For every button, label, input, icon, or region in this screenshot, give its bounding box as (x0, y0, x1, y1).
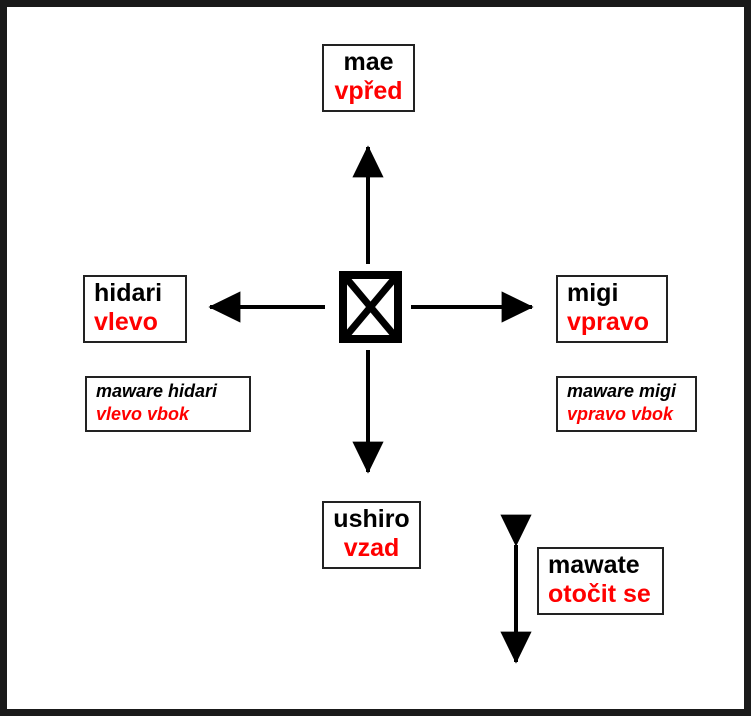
arrow-layer (208, 145, 534, 664)
label-box-hidari: hidari vlevo (83, 275, 187, 343)
label-box-mawate: mawate otočit se (537, 547, 664, 615)
label-czech-mae: vpřed (334, 77, 403, 105)
crossed-square-icon (339, 271, 402, 343)
label-box-maware-hidari: maware hidari vlevo vbok (85, 376, 251, 432)
label-romaji-hidari: hidari (94, 279, 163, 307)
label-czech-migi: vpravo (567, 308, 649, 336)
label-box-maware-migi: maware migi vpravo vbok (556, 376, 697, 432)
label-romaji-migi: migi (567, 279, 619, 307)
label-romaji-maware-hidari: maware hidari (96, 381, 218, 401)
label-romaji-mae: mae (343, 48, 394, 76)
label-czech-hidari: vlevo (94, 308, 158, 336)
label-romaji-maware-migi: maware migi (567, 381, 677, 401)
label-romaji-ushiro: ushiro (333, 505, 410, 533)
label-romaji-mawate: mawate (548, 551, 640, 579)
label-czech-ushiro: vzad (343, 534, 400, 562)
label-box-migi: migi vpravo (556, 275, 668, 343)
diagram-canvas: mae vpřed hidari vlevo migi vpravo ushir… (7, 7, 744, 709)
label-czech-mawate: otočit se (548, 580, 651, 608)
label-czech-maware-migi: vpravo vbok (567, 404, 674, 424)
label-czech-maware-hidari: vlevo vbok (96, 404, 190, 424)
label-box-mae: mae vpřed (322, 44, 415, 112)
label-box-ushiro: ushiro vzad (322, 501, 421, 569)
